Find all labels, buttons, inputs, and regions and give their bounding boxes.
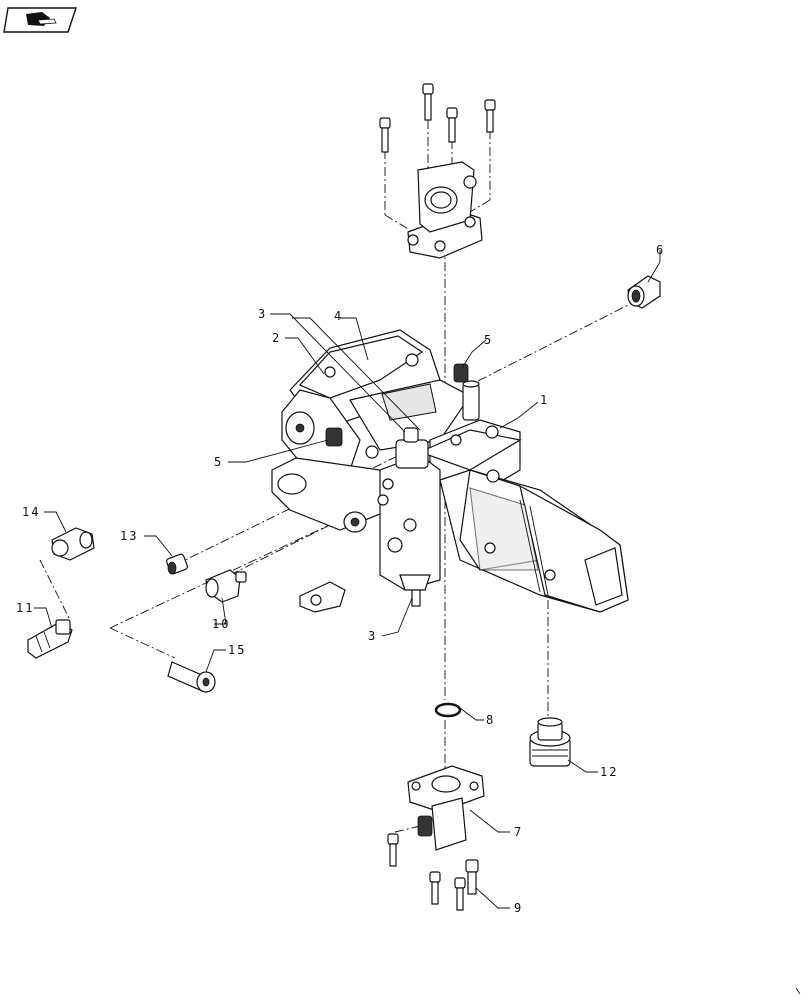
- fitting-10: [205, 569, 247, 603]
- callout-3: 3: [258, 307, 267, 321]
- fitting-6: [627, 275, 661, 309]
- leader-lines: [34, 250, 661, 909]
- pump-main-body: [271, 329, 522, 607]
- bolt: [387, 833, 479, 911]
- bolt-15: [167, 661, 216, 693]
- corner-mark: [795, 987, 801, 995]
- book-hand-icon[interactable]: [3, 7, 77, 33]
- callout-8: 8: [486, 713, 495, 727]
- fitting-12: [529, 717, 571, 767]
- bolt: [379, 83, 496, 153]
- callout-4: 4: [334, 309, 343, 323]
- callout-6: 6: [656, 243, 665, 257]
- callout-12: 12: [600, 765, 618, 779]
- flange-top: [407, 161, 483, 259]
- callout-labels: 1 2 3 3 4 5 5 6 7 8 9 10 11 12 13 14 15: [16, 243, 665, 915]
- callout-7: 7: [514, 825, 523, 839]
- callout-3: 3: [368, 629, 377, 643]
- callout-10: 10: [212, 617, 230, 631]
- callout-13: 13: [120, 529, 138, 543]
- callout-9: 9: [514, 901, 523, 915]
- fitting-11: [27, 619, 73, 659]
- callout-5: 5: [484, 333, 493, 347]
- gear-pump: [439, 469, 629, 613]
- fitting-13: [166, 553, 188, 575]
- valve-block: [299, 581, 346, 613]
- callout-15: 15: [228, 643, 246, 657]
- o-ring-8: [434, 702, 462, 718]
- callout-2: 2: [272, 331, 281, 345]
- elbow-flange-7: [407, 765, 485, 851]
- callout-1: 1: [540, 393, 549, 407]
- elbow-14: [51, 527, 95, 561]
- callout-11: 11: [16, 601, 34, 615]
- callout-5: 5: [214, 455, 223, 469]
- callout-14: 14: [22, 505, 40, 519]
